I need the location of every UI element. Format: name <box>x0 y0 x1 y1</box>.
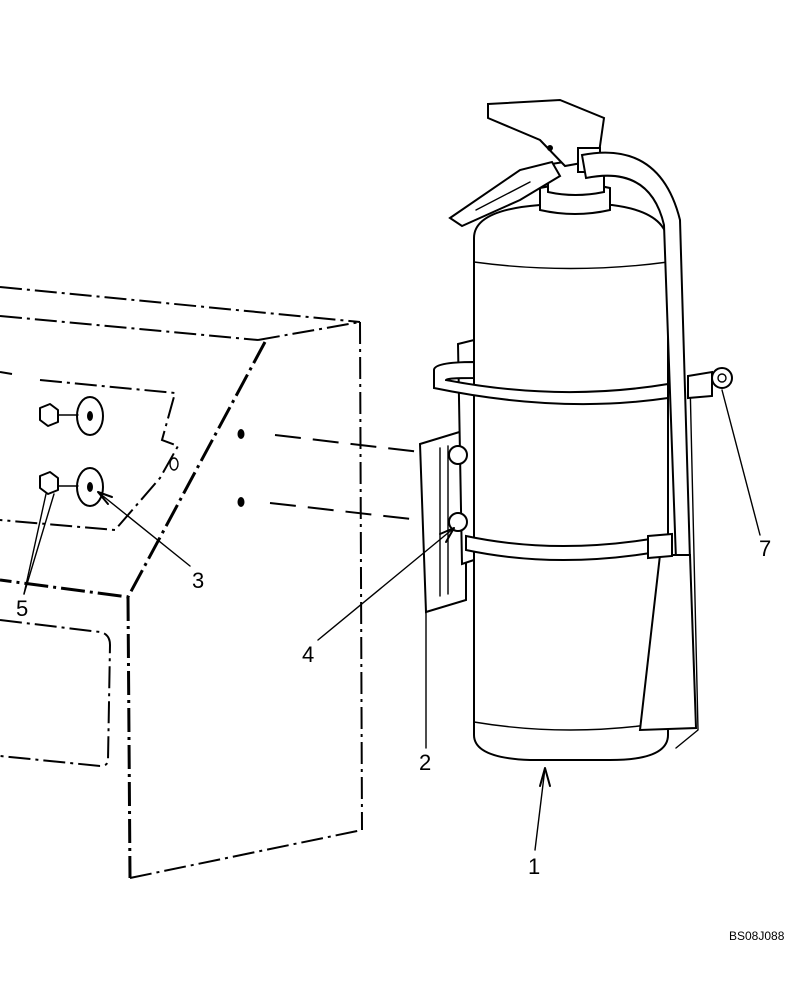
callout-labels: 1 2 3 4 5 7 <box>16 536 771 879</box>
bracket-bolt-upper <box>448 445 468 465</box>
fastener-block <box>687 370 713 400</box>
leader-3 <box>97 491 191 567</box>
fire-extinguisher <box>448 98 669 761</box>
callout-2: 2 <box>419 750 431 775</box>
callout-4: 4 <box>302 642 314 667</box>
fastener-knob <box>711 367 733 389</box>
console-bottom-edge <box>129 829 363 879</box>
console-slot-hole <box>169 457 179 471</box>
band-lower-clasp <box>647 532 673 560</box>
leader-5b <box>23 493 55 595</box>
hose-holder-strap <box>675 379 699 749</box>
extinguisher-hose <box>580 151 699 749</box>
fastener-knob-center <box>717 373 727 383</box>
hose-nozzle <box>638 554 698 732</box>
console-left-fragment <box>0 371 13 375</box>
centerline-lower <box>269 502 421 521</box>
console-lower-door <box>0 619 112 768</box>
washer-lower <box>76 467 104 507</box>
leader-7 <box>721 389 761 536</box>
cylinder-shoulder-line <box>473 261 669 270</box>
bracket-bolt-lower <box>448 512 468 532</box>
extinguisher-cylinder <box>473 204 669 761</box>
carry-handle-inner-line <box>475 181 531 211</box>
callout-5: 5 <box>16 596 28 621</box>
washer-upper <box>76 396 104 436</box>
nut-upper <box>39 403 59 427</box>
leader-lines <box>23 389 761 851</box>
leader-4-arrow <box>439 527 455 543</box>
console-top-right-edge <box>257 321 361 341</box>
band-fastener <box>687 367 733 400</box>
callout-1: 1 <box>528 854 540 879</box>
console-right-back-edge <box>359 321 363 831</box>
band-upper <box>433 360 669 406</box>
callout-3: 3 <box>192 568 204 593</box>
console-mount-hole-lower <box>237 497 245 507</box>
console-gauge-cutout <box>0 379 180 532</box>
nut-lower <box>39 471 59 495</box>
console-top-edge-front <box>0 315 259 341</box>
leader-5a <box>23 493 47 595</box>
leader-4 <box>317 527 455 641</box>
washer-upper-hole <box>87 411 93 421</box>
console-panel <box>0 286 363 879</box>
lever-pin <box>547 145 553 151</box>
console-slanted-face-edge <box>0 341 267 599</box>
centerline-upper <box>274 434 421 453</box>
leader-1-arrow <box>539 767 551 787</box>
console-front-vertical-edge <box>126 596 132 879</box>
drawing-id: BS08J088 <box>729 929 785 943</box>
hardware-nuts-washers <box>39 396 104 507</box>
callout-7: 7 <box>759 536 771 561</box>
mounting-bracket <box>418 338 475 614</box>
washer-lower-hole <box>87 482 93 492</box>
leader-1 <box>534 767 546 851</box>
leader-3-arrow <box>97 491 113 505</box>
bracket-plate <box>418 428 467 614</box>
mounting-centerlines <box>269 434 421 521</box>
console-mount-hole-upper <box>237 429 245 439</box>
retaining-bands <box>433 360 673 561</box>
console-top-edge-back <box>0 286 361 323</box>
